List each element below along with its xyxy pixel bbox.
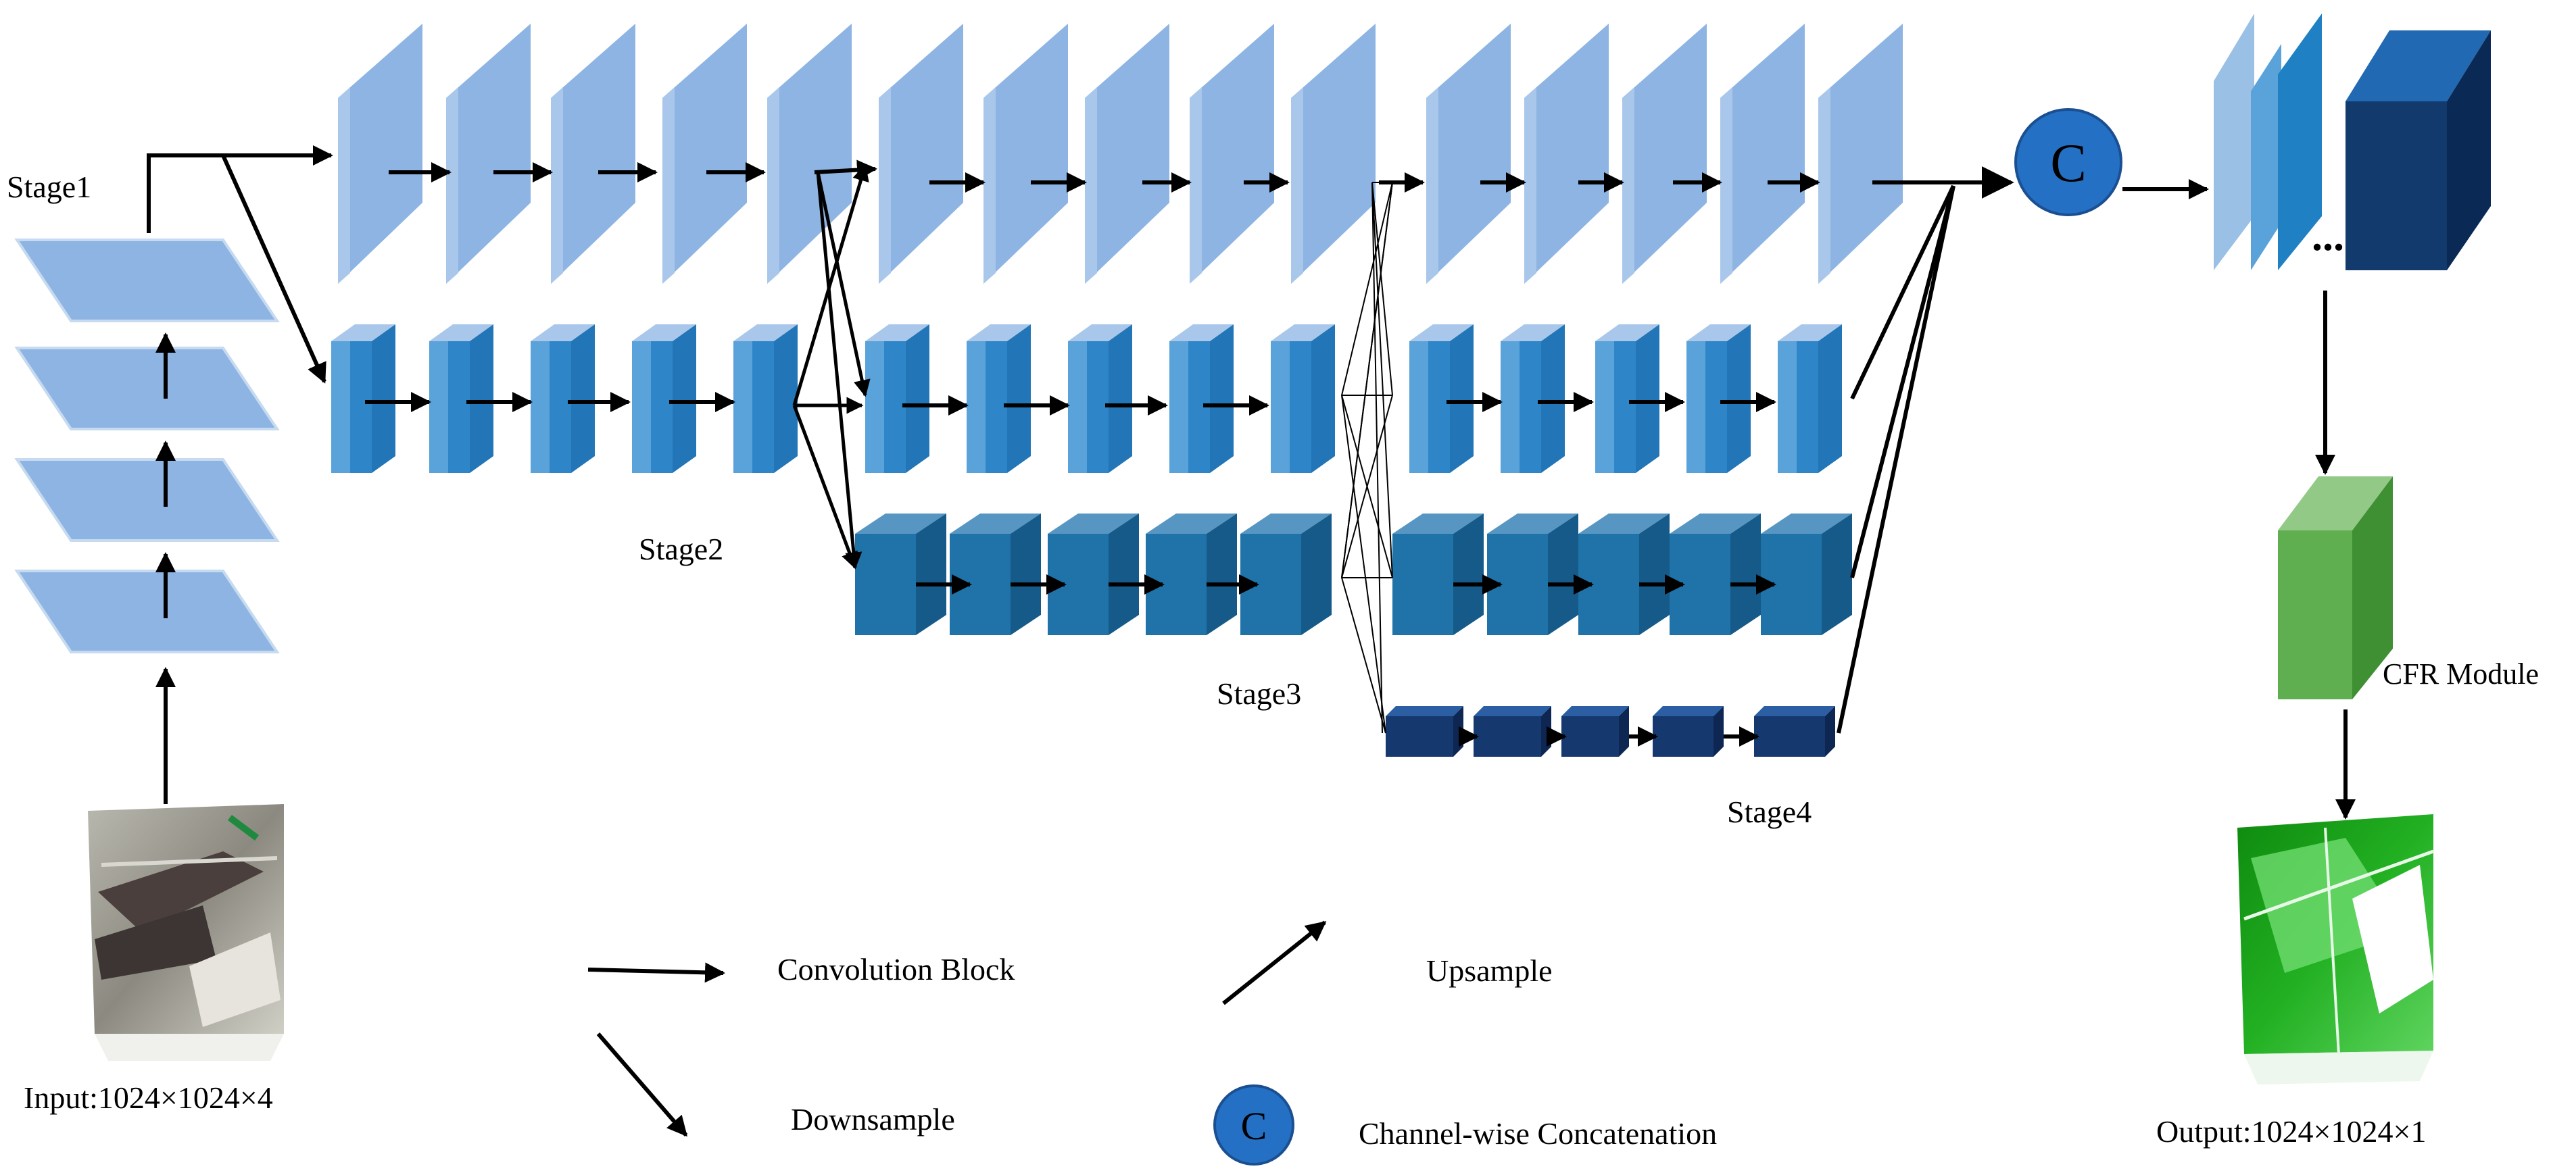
branch1-block [551,24,635,284]
input-satellite-image [88,804,284,1061]
branch3-block [1578,514,1670,635]
branch1-block [879,24,963,284]
stage3-label: Stage3 [1217,676,1301,711]
branch2-blocks [331,324,1842,473]
stage2-transition [792,164,871,570]
legend-concat-icon [1213,1084,1294,1166]
branch1-block [1085,24,1169,284]
branch3-blocks [855,514,1852,635]
branch1-block [1190,24,1274,284]
stage1-input-stack [14,239,280,653]
stage4-merge-lines [1837,166,2014,734]
legend-downsample-label: Downsample [791,1102,955,1136]
branch4-blocks [1386,706,1835,757]
stage1-plane [14,458,280,542]
branch2-block [429,324,493,473]
branch1-blocks [338,24,1903,284]
branch2-block [1686,324,1751,473]
branch1-block [1720,24,1805,284]
legend-concat-label: Channel-wise Concatenation [1359,1116,1717,1151]
cfr-module-label: CFR Module [2383,657,2539,691]
branch1-block [1291,24,1376,284]
branch2-block [331,324,395,473]
legend: Convolution Block Downsample Upsample C … [587,920,1717,1166]
branch1-block [446,24,531,284]
stage1-plane [14,239,280,322]
branch2-block [1169,324,1234,473]
branch1-block [1818,24,1903,284]
cfr-module-block [2278,476,2393,699]
branch2-block [1501,324,1565,473]
branch2-block [1068,324,1132,473]
legend-convolution-label: Convolution Block [777,952,1015,986]
branch3-block [1146,514,1237,635]
branch3-block [1392,514,1484,635]
branch2-block [1595,324,1659,473]
branch4-block [1386,706,1463,757]
branch1-block [767,24,852,284]
legend-upsample-arrow [1222,920,1327,1005]
concat-node: C [2014,108,2122,216]
branch2-block [1271,324,1335,473]
branch3-block [1240,514,1332,635]
branch3-block [1048,514,1139,635]
stage2-label: Stage2 [639,532,723,566]
branch2-block [632,324,696,473]
input-size-label: Input:1024×1024×4 [24,1080,273,1115]
branch4-block [1653,706,1724,757]
branch2-block [1409,324,1474,473]
branch1-block [1524,24,1609,284]
stage1-plane [14,570,280,653]
branch1-block [1426,24,1511,284]
branch3-block [1487,514,1578,635]
branch2-block [531,324,595,473]
branch2-block [733,324,798,473]
legend-upsample-label: Upsample [1426,953,1553,988]
legend-convolution-arrow [587,962,725,983]
output-segmentation-map [2237,814,2434,1084]
branch1-block [338,24,422,284]
convolution-arrows [365,159,1820,747]
stage1-plane [14,347,280,430]
feature-ellipsis: ... [2312,211,2344,259]
concat-feature-stack: ... [2214,14,2491,270]
branch2-block [967,324,1031,473]
branch2-block [865,324,929,473]
stage3-transition-mesh [1341,182,1393,734]
output-size-label: Output:1024×1024×1 [2156,1114,2426,1149]
legend-downsample-arrow [596,1032,688,1137]
stage1-routing [147,145,333,384]
branch1-block [1622,24,1707,284]
branch4-block [1561,706,1629,757]
branch3-block [1761,514,1852,635]
branch4-block [1474,706,1551,757]
branch1-block [662,24,747,284]
branch3-block [950,514,1041,635]
branch1-block [983,24,1068,284]
branch2-block [1778,324,1842,473]
concat-symbol: C [2050,134,2086,193]
stage4-label: Stage4 [1727,795,1812,829]
stage1-label: Stage1 [7,170,91,204]
legend-concat-symbol: C [1241,1104,1267,1148]
branch3-block [855,514,946,635]
branch3-block [1670,514,1761,635]
branch4-block [1754,706,1835,757]
